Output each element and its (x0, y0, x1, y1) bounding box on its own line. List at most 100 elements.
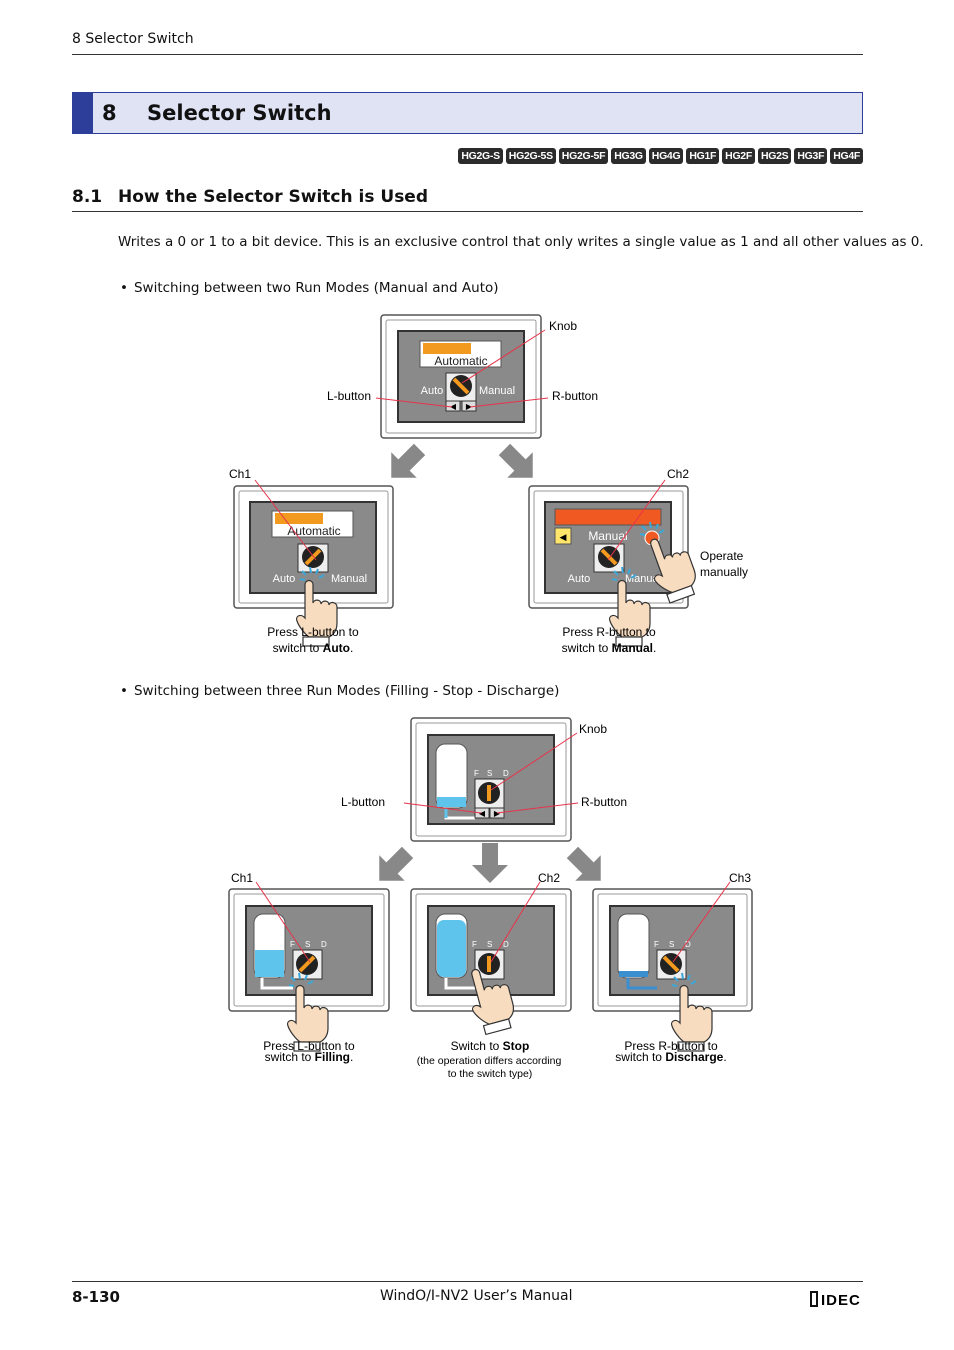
model-badge: HG2S (757, 148, 792, 164)
hand-pointer-icon (287, 984, 329, 1052)
fig2-ch3-d: D (685, 940, 691, 949)
svg-text:◀: ◀ (560, 532, 567, 542)
fig1-lbutton-label: L-button (327, 389, 371, 403)
model-badge: HG4G (648, 148, 684, 164)
fig2-ch1-f: F (290, 940, 295, 949)
chapter-title-bar: 8 Selector Switch (72, 92, 863, 134)
section-rule (72, 211, 863, 212)
hand-pointer-icon (609, 579, 651, 647)
fig2-cap2-note2: to the switch type) (448, 1068, 533, 1080)
fig2-panel-ch2: F S D (410, 888, 572, 1037)
fig2-top-s: S (487, 769, 492, 778)
fig1-operate-2: manually (700, 565, 748, 579)
arrow-icon (378, 436, 433, 491)
manual-title: WindO/I-NV2 User’s Manual (380, 1288, 573, 1304)
footer-rule (72, 1281, 863, 1282)
fig2-ch1-d: D (321, 940, 327, 949)
fig2-top-f: F (474, 769, 479, 778)
hand-pointer-icon (671, 984, 713, 1052)
fig1-ch2-manual-label: Manual (588, 529, 627, 543)
section-heading: 8.1 How the Selector Switch is Used (72, 187, 428, 207)
fig2-top-d: D (503, 769, 509, 778)
fig2-panel-ch3: F S D (592, 888, 753, 1052)
fig1-cap1-line1: Press L-button to (267, 625, 359, 639)
fig2-cap2-line1: Switch to Stop (451, 1039, 530, 1053)
fig2-knob-label: Knob (579, 722, 607, 736)
fig2-rbutton-label: R-button (581, 795, 627, 809)
fig2-panel-ch1: F S D (228, 888, 390, 1052)
fig1-ch2-manual: Manual (625, 573, 661, 585)
fig2-ch1-s: S (305, 940, 310, 949)
section-number: 8.1 (72, 187, 103, 207)
model-badge: HG2F (722, 148, 755, 164)
svg-text:▶: ▶ (494, 809, 501, 818)
arrow-icon (559, 839, 614, 894)
model-badge: HG3G (611, 148, 646, 164)
fig2-cap2-note1: (the operation differs according (417, 1055, 562, 1067)
hand-pointer-icon (462, 961, 520, 1037)
model-badge: HG4F (830, 148, 863, 164)
fig1-knob-label: Knob (549, 319, 577, 333)
fig2-cap1-line2: switch to Filling. (265, 1050, 354, 1064)
svg-text:◀: ◀ (450, 402, 457, 411)
fig1-cap2-line1: Press R-button to (562, 625, 656, 639)
fig2-panel-top: F S D ◀ ▶ (410, 717, 572, 842)
idec-logo: IDEC (810, 1290, 864, 1312)
fig1-ch2-auto: Auto (568, 573, 591, 585)
arrow-icon (366, 839, 421, 894)
bullet-two-modes: • Switching between two Run Modes (Manual… (120, 280, 499, 296)
fig2-cap3-line1: Press R-button to (624, 1039, 718, 1053)
model-badge: HG3F (794, 148, 828, 164)
fig1-ch1-label: Ch1 (229, 467, 251, 481)
fig2-cap1-line1: Press L-button to (263, 1039, 355, 1053)
fig1-ch2-label: Ch2 (667, 467, 689, 481)
running-header: 8 Selector Switch (72, 31, 194, 47)
fig1-ch1-auto: Auto (273, 573, 296, 585)
section-title: How the Selector Switch is Used (118, 187, 429, 207)
hand-pointer-icon (640, 529, 703, 606)
chapter-stripe (73, 93, 93, 133)
logo-text: IDEC (821, 1292, 861, 1308)
fig1-top-automatic: Automatic (434, 354, 487, 368)
fig1-cap2-line2: switch to Manual. (562, 641, 657, 655)
bullet-text: Switching between two Run Modes (Manual … (133, 280, 499, 296)
model-badges: HG2G-S HG2G-5S HG2G-5F HG3G HG4G HG1F HG… (458, 148, 863, 164)
bullet-dot: • (120, 280, 128, 296)
intro-paragraph: Writes a 0 or 1 to a bit device. This is… (118, 234, 924, 250)
fig2-ch3-label: Ch3 (729, 871, 751, 885)
fig2-ch1-label: Ch1 (231, 871, 253, 885)
fig1-top-auto: Auto (421, 385, 444, 397)
bullet-text: Switching between three Run Modes (Filli… (133, 683, 560, 699)
arrow-icon (472, 843, 508, 883)
fig1-rbutton-label: R-button (552, 389, 598, 403)
svg-text:▶: ▶ (466, 402, 473, 411)
fig1-cap1-line2: switch to Auto. (273, 641, 354, 655)
fig2-cap3-line2: switch to Discharge. (615, 1050, 726, 1064)
fig1-panel-ch1: Automatic Auto Manual (233, 485, 394, 647)
arrow-icon (491, 436, 546, 491)
fig1-ch1-automatic: Automatic (287, 524, 340, 538)
fig2-ch3-f: F (654, 940, 659, 949)
model-badge: HG2G-5F (558, 148, 609, 164)
header-rule (72, 54, 863, 55)
fig1-panel-ch2: ◀ Manual Auto Manual (528, 485, 703, 647)
fig1-operate-1: Operate (700, 549, 744, 563)
fig2-lbutton-label: L-button (341, 795, 385, 809)
chapter-title: Selector Switch (147, 101, 332, 125)
fig1-panel-top: Automatic ◀ ▶ Auto Manual (380, 314, 542, 439)
hand-pointer-icon (296, 579, 338, 647)
bullet-three-modes: • Switching between three Run Modes (Fill… (120, 683, 559, 699)
fig1-ch1-manual: Manual (331, 573, 367, 585)
fig2-ch2-s: S (487, 940, 492, 949)
model-badge: HG2G-5S (505, 148, 556, 164)
model-badge: HG1F (686, 148, 720, 164)
fig2-ch2-d: D (503, 940, 509, 949)
fig2-ch2-label: Ch2 (538, 871, 560, 885)
fig2-ch2-f: F (472, 940, 477, 949)
bullet-dot: • (120, 683, 128, 699)
svg-text:◀: ◀ (479, 809, 486, 818)
chapter-number: 8 (102, 101, 117, 125)
fig2-ch3-s: S (669, 940, 674, 949)
fig1-top-manual: Manual (479, 385, 515, 397)
model-badge: HG2G-S (458, 148, 503, 164)
